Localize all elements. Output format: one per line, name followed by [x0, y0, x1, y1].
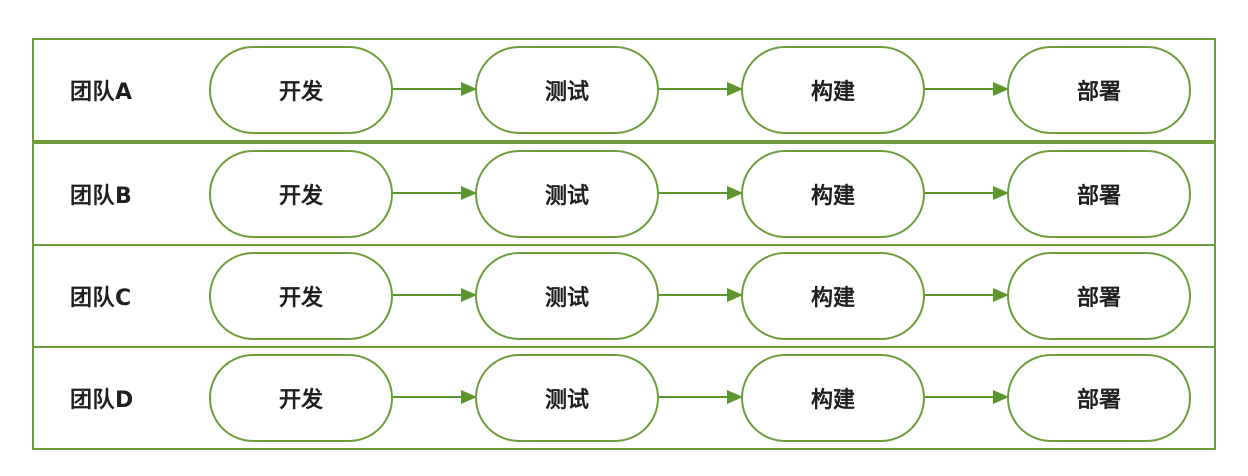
arrow-connector: [393, 390, 477, 404]
stage-label: 测试: [544, 388, 589, 413]
stage-deploy[interactable]: 部署: [1007, 252, 1191, 340]
arrow-head-icon: [461, 288, 477, 302]
stage-test[interactable]: 测试: [475, 252, 659, 340]
arrow-head-icon: [461, 186, 477, 200]
arrow-head-icon: [461, 390, 477, 404]
lane-label: 团队D: [70, 388, 134, 413]
stage-develop[interactable]: 开发: [209, 46, 393, 134]
arrow-connector: [925, 82, 1009, 96]
stage-label: 部署: [1076, 286, 1121, 311]
stage-deploy[interactable]: 部署: [1007, 150, 1191, 238]
lane-team-a: 团队A 开发 测试 构建 部署: [32, 38, 1216, 142]
arrow-head-icon: [993, 82, 1009, 96]
stage-build[interactable]: 构建: [741, 354, 925, 442]
stage-test[interactable]: 测试: [475, 150, 659, 238]
stage-label: 测试: [544, 184, 589, 209]
arrow-connector: [659, 288, 743, 302]
stage-build[interactable]: 构建: [741, 252, 925, 340]
stage-develop[interactable]: 开发: [209, 252, 393, 340]
lane-label: 团队B: [70, 184, 133, 209]
stage-deploy[interactable]: 部署: [1007, 354, 1191, 442]
arrow-connector: [393, 82, 477, 96]
arrow-connector: [393, 186, 477, 200]
arrow-head-icon: [727, 82, 743, 96]
lane-team-b: 团队B 开发 测试 构建 部署: [32, 142, 1216, 246]
stage-build[interactable]: 构建: [741, 46, 925, 134]
lane-team-d: 团队D 开发 测试 构建 部署: [32, 346, 1216, 450]
stage-develop[interactable]: 开发: [209, 150, 393, 238]
arrow-head-icon: [993, 186, 1009, 200]
arrow-connector: [659, 390, 743, 404]
stage-label: 部署: [1076, 388, 1121, 413]
arrow-connector: [925, 390, 1009, 404]
arrow-connector: [393, 288, 477, 302]
lane-team-c: 团队C 开发 测试 构建 部署: [32, 244, 1216, 348]
stage-test[interactable]: 测试: [475, 46, 659, 134]
arrow-head-icon: [993, 288, 1009, 302]
stage-label: 测试: [544, 286, 589, 311]
lane-label: 团队A: [70, 80, 133, 105]
stage-label: 开发: [278, 286, 323, 311]
stage-label: 构建: [810, 388, 855, 413]
arrow-head-icon: [727, 390, 743, 404]
lane-label: 团队C: [70, 286, 132, 311]
stage-label: 开发: [278, 388, 323, 413]
stage-label: 测试: [544, 80, 589, 105]
arrow-head-icon: [461, 82, 477, 96]
stage-test[interactable]: 测试: [475, 354, 659, 442]
arrow-head-icon: [727, 288, 743, 302]
stage-build[interactable]: 构建: [741, 150, 925, 238]
arrow-head-icon: [993, 390, 1009, 404]
arrow-head-icon: [727, 186, 743, 200]
stage-label: 开发: [278, 80, 323, 105]
stage-label: 构建: [810, 80, 855, 105]
stage-deploy[interactable]: 部署: [1007, 46, 1191, 134]
stage-label: 开发: [278, 184, 323, 209]
arrow-connector: [925, 186, 1009, 200]
stage-develop[interactable]: 开发: [209, 354, 393, 442]
stage-label: 部署: [1076, 80, 1121, 105]
stage-label: 构建: [810, 184, 855, 209]
arrow-connector: [925, 288, 1009, 302]
arrow-connector: [659, 186, 743, 200]
stage-label: 构建: [810, 286, 855, 311]
stage-label: 部署: [1076, 184, 1121, 209]
arrow-connector: [659, 82, 743, 96]
